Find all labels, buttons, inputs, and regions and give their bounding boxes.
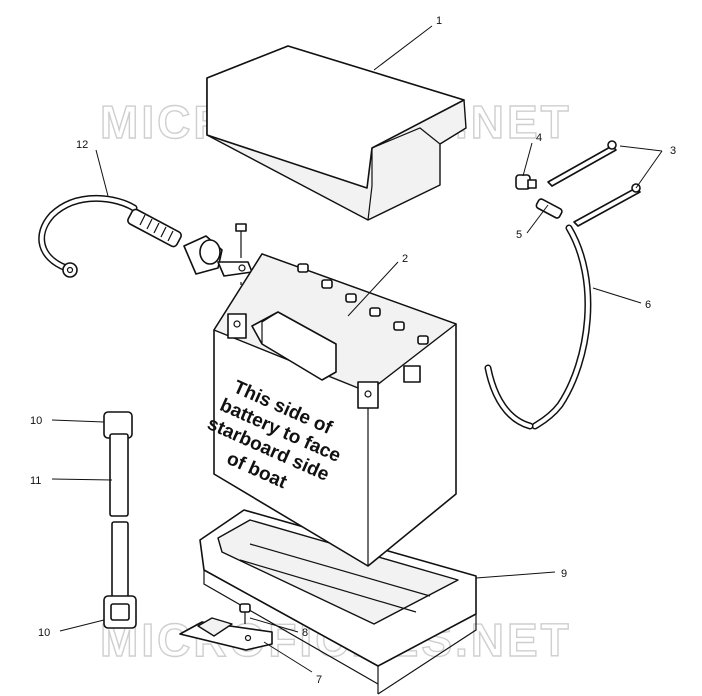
callout-5: 5: [516, 229, 522, 241]
vent-fitting: [515, 174, 537, 190]
callout-7: 7: [316, 674, 322, 686]
battery-cable: [38, 194, 253, 278]
callout-8: 8: [302, 627, 308, 639]
cable-spring: [127, 208, 182, 248]
hold-down-strap: [103, 411, 137, 629]
cable-ties: [547, 140, 641, 227]
battery: [213, 253, 457, 567]
callout-11: 11: [30, 475, 41, 487]
vent-tube: [484, 224, 592, 430]
callout-10-top: 10: [30, 415, 42, 427]
battery-terminal-negative: [227, 313, 247, 339]
battery-terminal-positive: [357, 381, 379, 409]
callouts: 1 2 3 4 5 6 7 8 9 10 11 10 12: [30, 15, 676, 686]
vent-elbow: [535, 198, 563, 219]
callout-4: 4: [536, 132, 542, 144]
battery-cell-caps: [297, 263, 429, 345]
mounting-screw: [239, 603, 251, 624]
callout-10-bottom: 10: [38, 627, 50, 639]
callout-12: 12: [76, 139, 88, 151]
mounting-bracket: [179, 617, 273, 651]
battery-tray: [199, 509, 477, 695]
callout-6: 6: [645, 299, 651, 311]
callout-2: 2: [402, 253, 408, 265]
callout-1: 1: [436, 15, 442, 27]
leader-lines: [51, 25, 663, 673]
battery-cover: [206, 45, 467, 221]
callout-3: 3: [670, 145, 676, 157]
battery-handle: [251, 311, 337, 381]
callout-9: 9: [561, 568, 567, 580]
